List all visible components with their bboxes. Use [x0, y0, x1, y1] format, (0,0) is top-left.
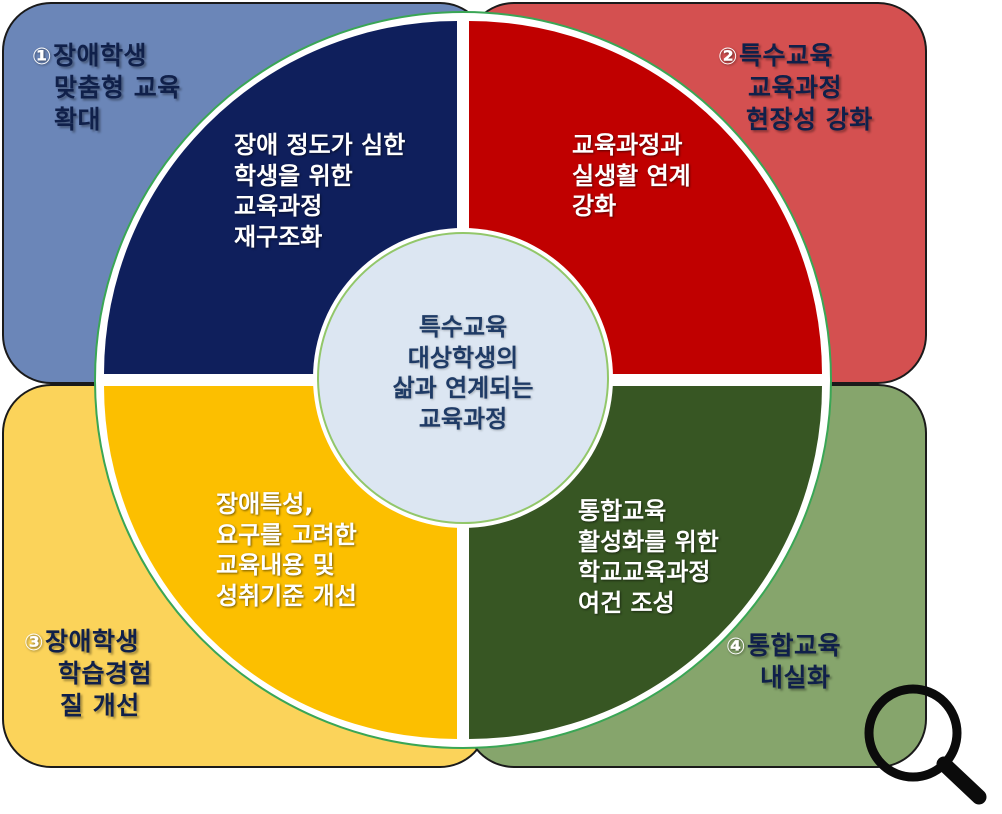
segment-line: 강화 [572, 192, 617, 221]
segment-line: 학생을 위한 [234, 161, 353, 190]
corner-line: 맞춤형 교육 [54, 73, 181, 103]
center-line: 특수교육 [418, 312, 508, 341]
corner-label-q1: ①장애학생 맞춤형 교육 확대 [32, 40, 181, 136]
center-line: 대상학생의 [407, 342, 519, 372]
segment-label-top-left: 장애 정도가 심한 학생을 위한 교육과정 재구조화 [234, 130, 405, 253]
corner-line: 확대 [54, 105, 102, 135]
corner-line: 교육과정 [748, 73, 843, 103]
corner-label-q2: ②특수교육 교육과정 현장성 강화 [718, 40, 873, 136]
center-line: 삶과 연계되는 [392, 373, 534, 403]
circled-number-4: ④ [726, 634, 746, 660]
magnifier-icon [864, 684, 987, 805]
segment-line: 교육내용 및 [216, 551, 335, 580]
circled-number-3: ③ [24, 630, 44, 656]
segment-line: 여건 조성 [578, 589, 675, 618]
corner-line: 내실화 [760, 663, 831, 693]
segment-line: 교육과정과 [572, 131, 683, 159]
center-circle [317, 232, 609, 524]
segment-label-top-right: 교육과정과 실생활 연계 강화 [572, 130, 691, 222]
segment-line: 학교교육과정 [578, 558, 711, 587]
segment-label-bottom-left: 장애특성, 요구를 고려한 교육내용 및 성취기준 개선 [216, 489, 357, 612]
corner-line: 질 개선 [60, 691, 140, 721]
center-label: 특수교육 대상학생의 삶과 연계되는 교육과정 [338, 312, 588, 435]
corner-line: ①장애학생 [32, 41, 147, 70]
corner-label-q4: ④통합교육 내실화 [726, 630, 841, 694]
segment-line: 실생활 연계 [572, 161, 691, 190]
circled-number-1: ① [32, 44, 52, 70]
corner-line: 현장성 강화 [746, 105, 873, 135]
center-line: 교육과정 [418, 404, 508, 434]
segment-line: 통합교육 [578, 497, 667, 525]
segment-line: 활성화를 위한 [578, 527, 719, 556]
segment-line: 성취기준 개선 [216, 582, 357, 611]
corner-label-q3: ③장애학생 학습경험 질 개선 [24, 626, 152, 722]
corner-line: ④통합교육 [726, 631, 841, 660]
segment-label-bottom-right: 통합교육 활성화를 위한 학교교육과정 여건 조성 [578, 496, 719, 619]
segment-line: 장애특성, [216, 490, 314, 518]
segment-line: 교육과정 [234, 192, 323, 221]
segment-line: 재구조화 [234, 223, 323, 252]
corner-line: ②특수교육 [718, 41, 833, 70]
corner-line: 학습경험 [58, 659, 153, 689]
segment-line: 요구를 고려한 [216, 520, 357, 549]
corner-line: ③장애학생 [24, 627, 139, 656]
circled-number-2: ② [718, 44, 738, 70]
segment-line: 장애 정도가 심한 [234, 131, 406, 159]
